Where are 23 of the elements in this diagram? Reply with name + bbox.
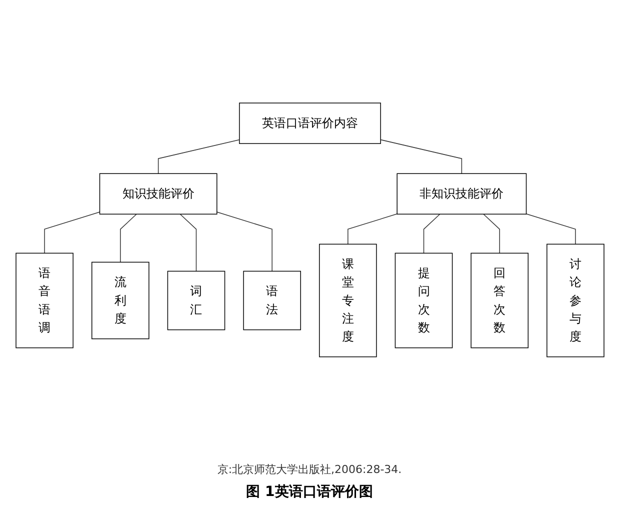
figure-caption: 图 1英语口语评价图 [246, 483, 373, 501]
connector [422, 214, 440, 254]
node-box: 流利度 [90, 262, 149, 340]
connector [157, 139, 240, 174]
node-box: 语法 [242, 270, 300, 330]
connector [482, 214, 500, 254]
node-box: 提问次数 [394, 252, 452, 348]
connector [525, 214, 576, 245]
connector [179, 214, 196, 272]
node-box: 词汇 [166, 270, 225, 330]
connector [120, 214, 136, 263]
node-box: 课堂专注度 [318, 244, 376, 358]
node-box: 知识技能评价 [98, 173, 217, 215]
footnote-text: 京:北京师范大学出版社,2006:28-34. [217, 462, 402, 477]
connector [347, 214, 397, 245]
node-box: 回答次数 [470, 252, 528, 348]
connector [380, 139, 462, 174]
connector [44, 212, 100, 254]
node-box: 非知识技能评价 [396, 173, 526, 215]
connector [216, 212, 272, 272]
node-box: 讨论参与度 [546, 244, 604, 358]
node-box: 语音语调 [15, 252, 73, 348]
node-box: 英语口语评价内容 [238, 102, 380, 144]
